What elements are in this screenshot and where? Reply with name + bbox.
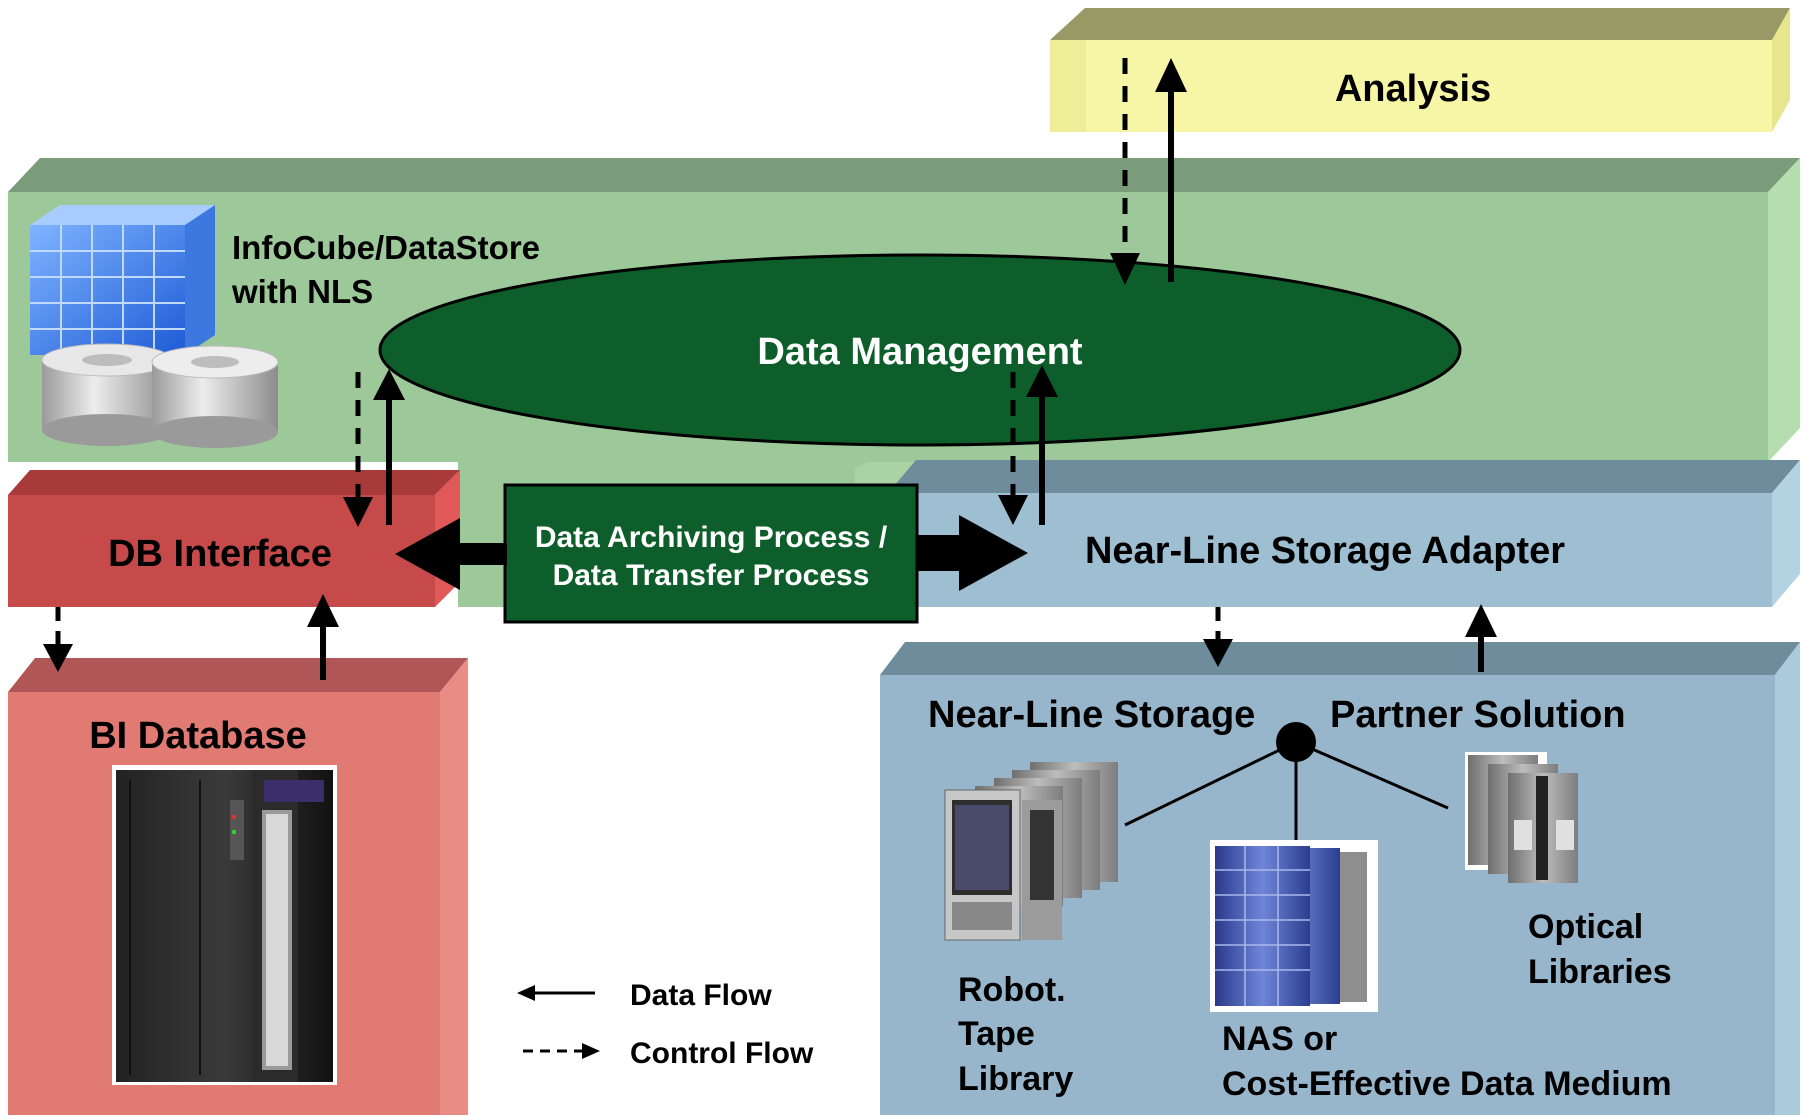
nas-storage-icon <box>1210 840 1378 1012</box>
optical-library-icon <box>1465 752 1578 883</box>
data-management-ellipse: Data Management <box>378 253 1462 447</box>
process-label-line1: Data Archiving Process / <box>535 521 888 554</box>
process-label-line2: Data Transfer Process <box>553 559 870 592</box>
legend-control-flow-label: Control Flow <box>630 1037 814 1070</box>
analysis-label: Analysis <box>1335 68 1491 110</box>
optical-label-line2: Libraries <box>1528 953 1672 991</box>
bidb-control-arrow <box>43 607 73 672</box>
legend-data-flow-arrow <box>517 985 595 1001</box>
server-cabinet-icon <box>112 765 337 1085</box>
bi-database-label: BI Database <box>89 715 307 757</box>
legend: Data Flow Control Flow <box>517 979 814 1070</box>
adapter-data-arrow <box>1026 365 1058 525</box>
robot-label-line2: Tape <box>958 1015 1035 1053</box>
legend-data-flow-label: Data Flow <box>630 979 772 1012</box>
bidb-data-arrow <box>307 594 339 680</box>
data-management-label: Data Management <box>757 331 1083 373</box>
dbi-control-arrow <box>343 372 373 527</box>
optical-label-line1: Optical <box>1528 908 1643 946</box>
cube-stack-icon <box>30 205 215 355</box>
disk-cylinders-icon <box>41 343 279 448</box>
robot-label-line3: Library <box>958 1060 1073 1098</box>
tape-library-icon <box>944 762 1118 941</box>
storage-control-arrow <box>1203 607 1233 667</box>
analysis-data-arrow <box>1155 58 1187 282</box>
infocube-label-line1: InfoCube/DataStore <box>232 229 540 266</box>
storage-data-arrow <box>1465 604 1497 672</box>
dbi-data-arrow <box>373 369 405 525</box>
data-archiving-process-box: Data Archiving Process / Data Transfer P… <box>503 483 919 624</box>
nas-label-line1: NAS or <box>1222 1020 1337 1058</box>
adapter-control-arrow <box>998 372 1028 525</box>
db-interface-label: DB Interface <box>108 533 332 575</box>
process-arrow-left <box>395 518 507 590</box>
nls-adapter-label: Near-Line Storage Adapter <box>1085 530 1565 572</box>
nls-adapter-box: Near-Line Storage Adapter <box>888 460 1800 607</box>
analysis-control-arrow <box>1110 58 1140 285</box>
nls-title-right: Partner Solution <box>1330 694 1626 736</box>
legend-control-flow-arrow <box>523 1043 600 1059</box>
nas-label-line2: Cost-Effective Data Medium <box>1222 1065 1672 1103</box>
db-interface-box: DB Interface <box>8 470 460 607</box>
analysis-box: Analysis <box>1050 8 1790 132</box>
robot-label-line1: Robot. <box>958 971 1066 1009</box>
process-arrow-right <box>917 515 1028 591</box>
connector-node <box>1276 722 1316 762</box>
nls-title-left: Near-Line Storage <box>928 694 1255 736</box>
infocube-label-line2: with NLS <box>231 273 373 310</box>
